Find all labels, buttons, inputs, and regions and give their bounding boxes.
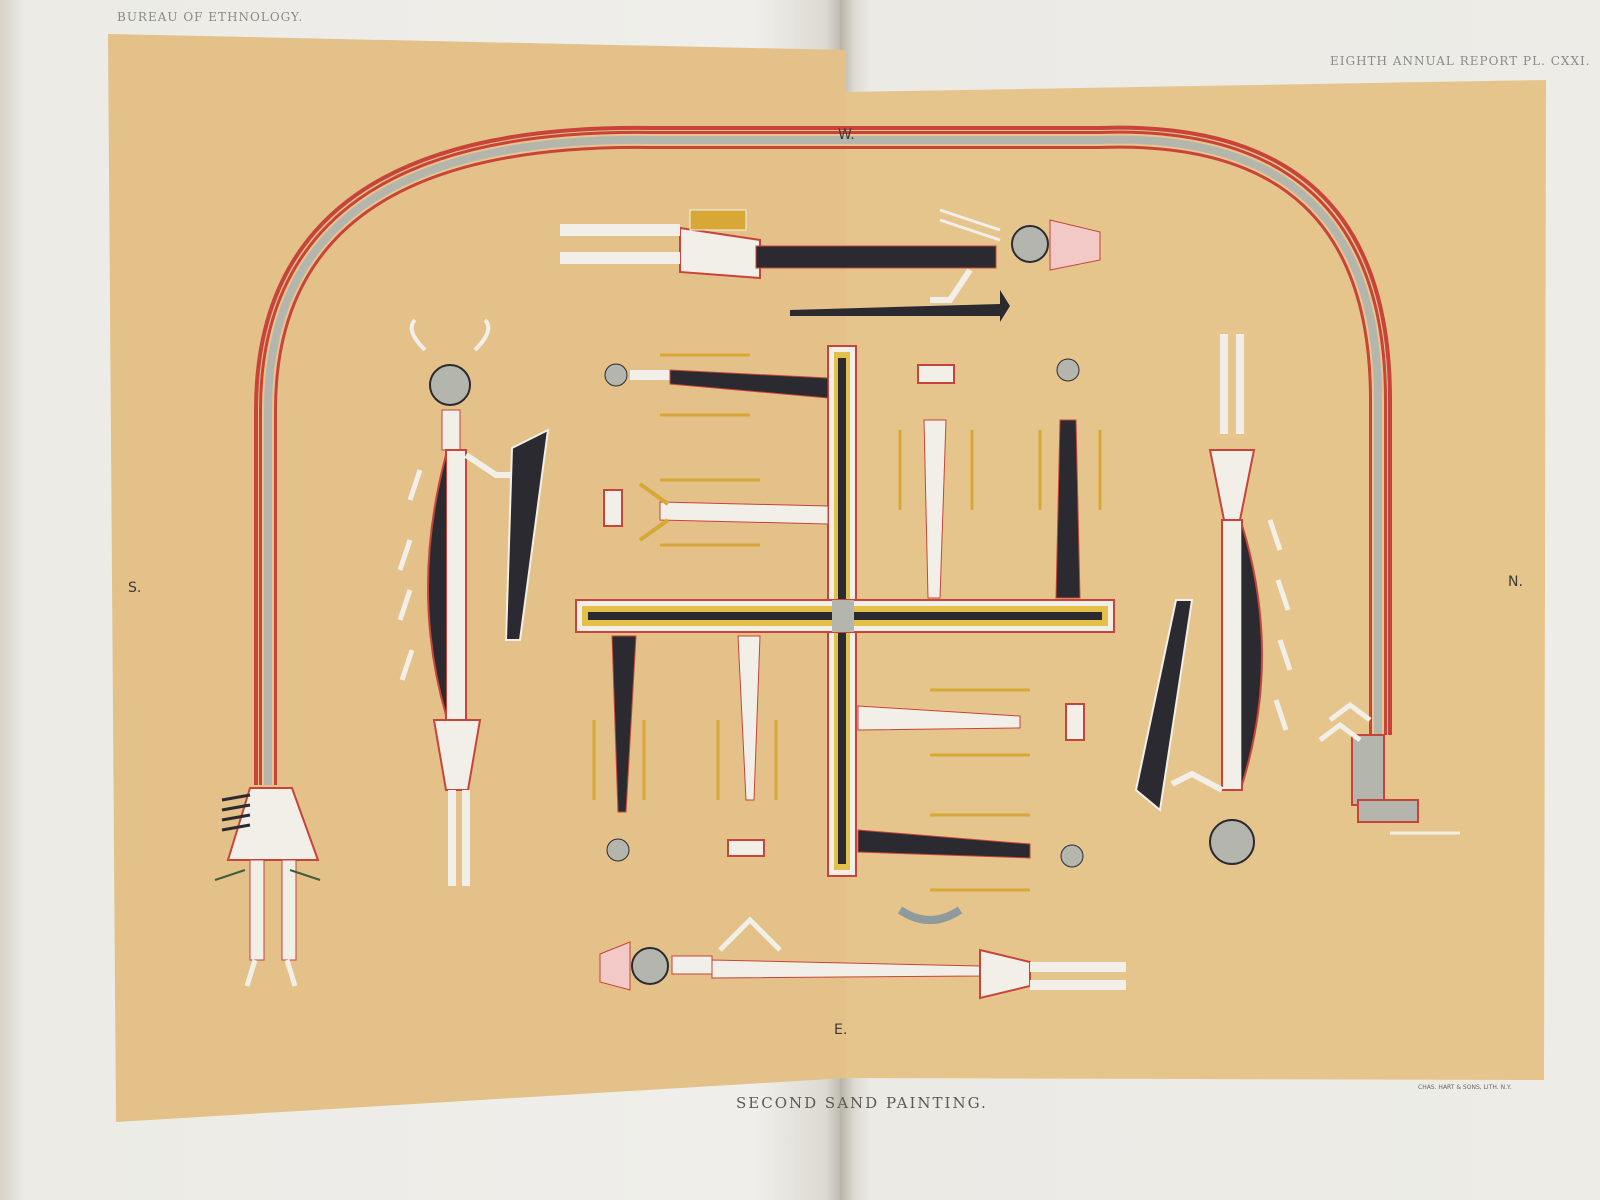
rainbow-guardian [254,125,1392,785]
direction-north: N. [1508,574,1523,590]
direction-south: S. [128,580,141,596]
rainbow-foot-north [1318,701,1460,835]
header-left: BUREAU OF ETHNOLOGY. [117,10,304,24]
inner-figure-nw-2 [603,478,829,547]
plate-right-half [846,80,1546,1080]
plate-left-half [108,34,846,1122]
plate-caption: SECOND SAND PAINTING. [736,1094,988,1112]
south-figure [397,318,550,886]
inner-figure-sw-1 [592,635,646,862]
central-cross [575,345,1115,877]
rainbow-head-south [214,787,321,987]
north-figure [1134,334,1293,865]
inner-figure-nw-1 [604,353,829,417]
east-figure [599,906,1126,1000]
inner-figure-se-2 [857,813,1084,892]
west-figure [560,208,1101,303]
inner-figure-ne-1 [898,364,974,599]
printer-credit: CHAS. HART & SONS, LITH. N.Y. [1418,1084,1512,1091]
inner-figure-se-1 [857,688,1085,757]
inner-figure-ne-2 [1038,358,1102,599]
top-arrow [790,290,1010,322]
inner-figure-sw-2 [716,635,778,857]
direction-west: W. [838,127,855,143]
header-right: EIGHTH ANNUAL REPORT PL. CXXI. [1330,54,1591,68]
direction-east: E. [834,1022,847,1038]
